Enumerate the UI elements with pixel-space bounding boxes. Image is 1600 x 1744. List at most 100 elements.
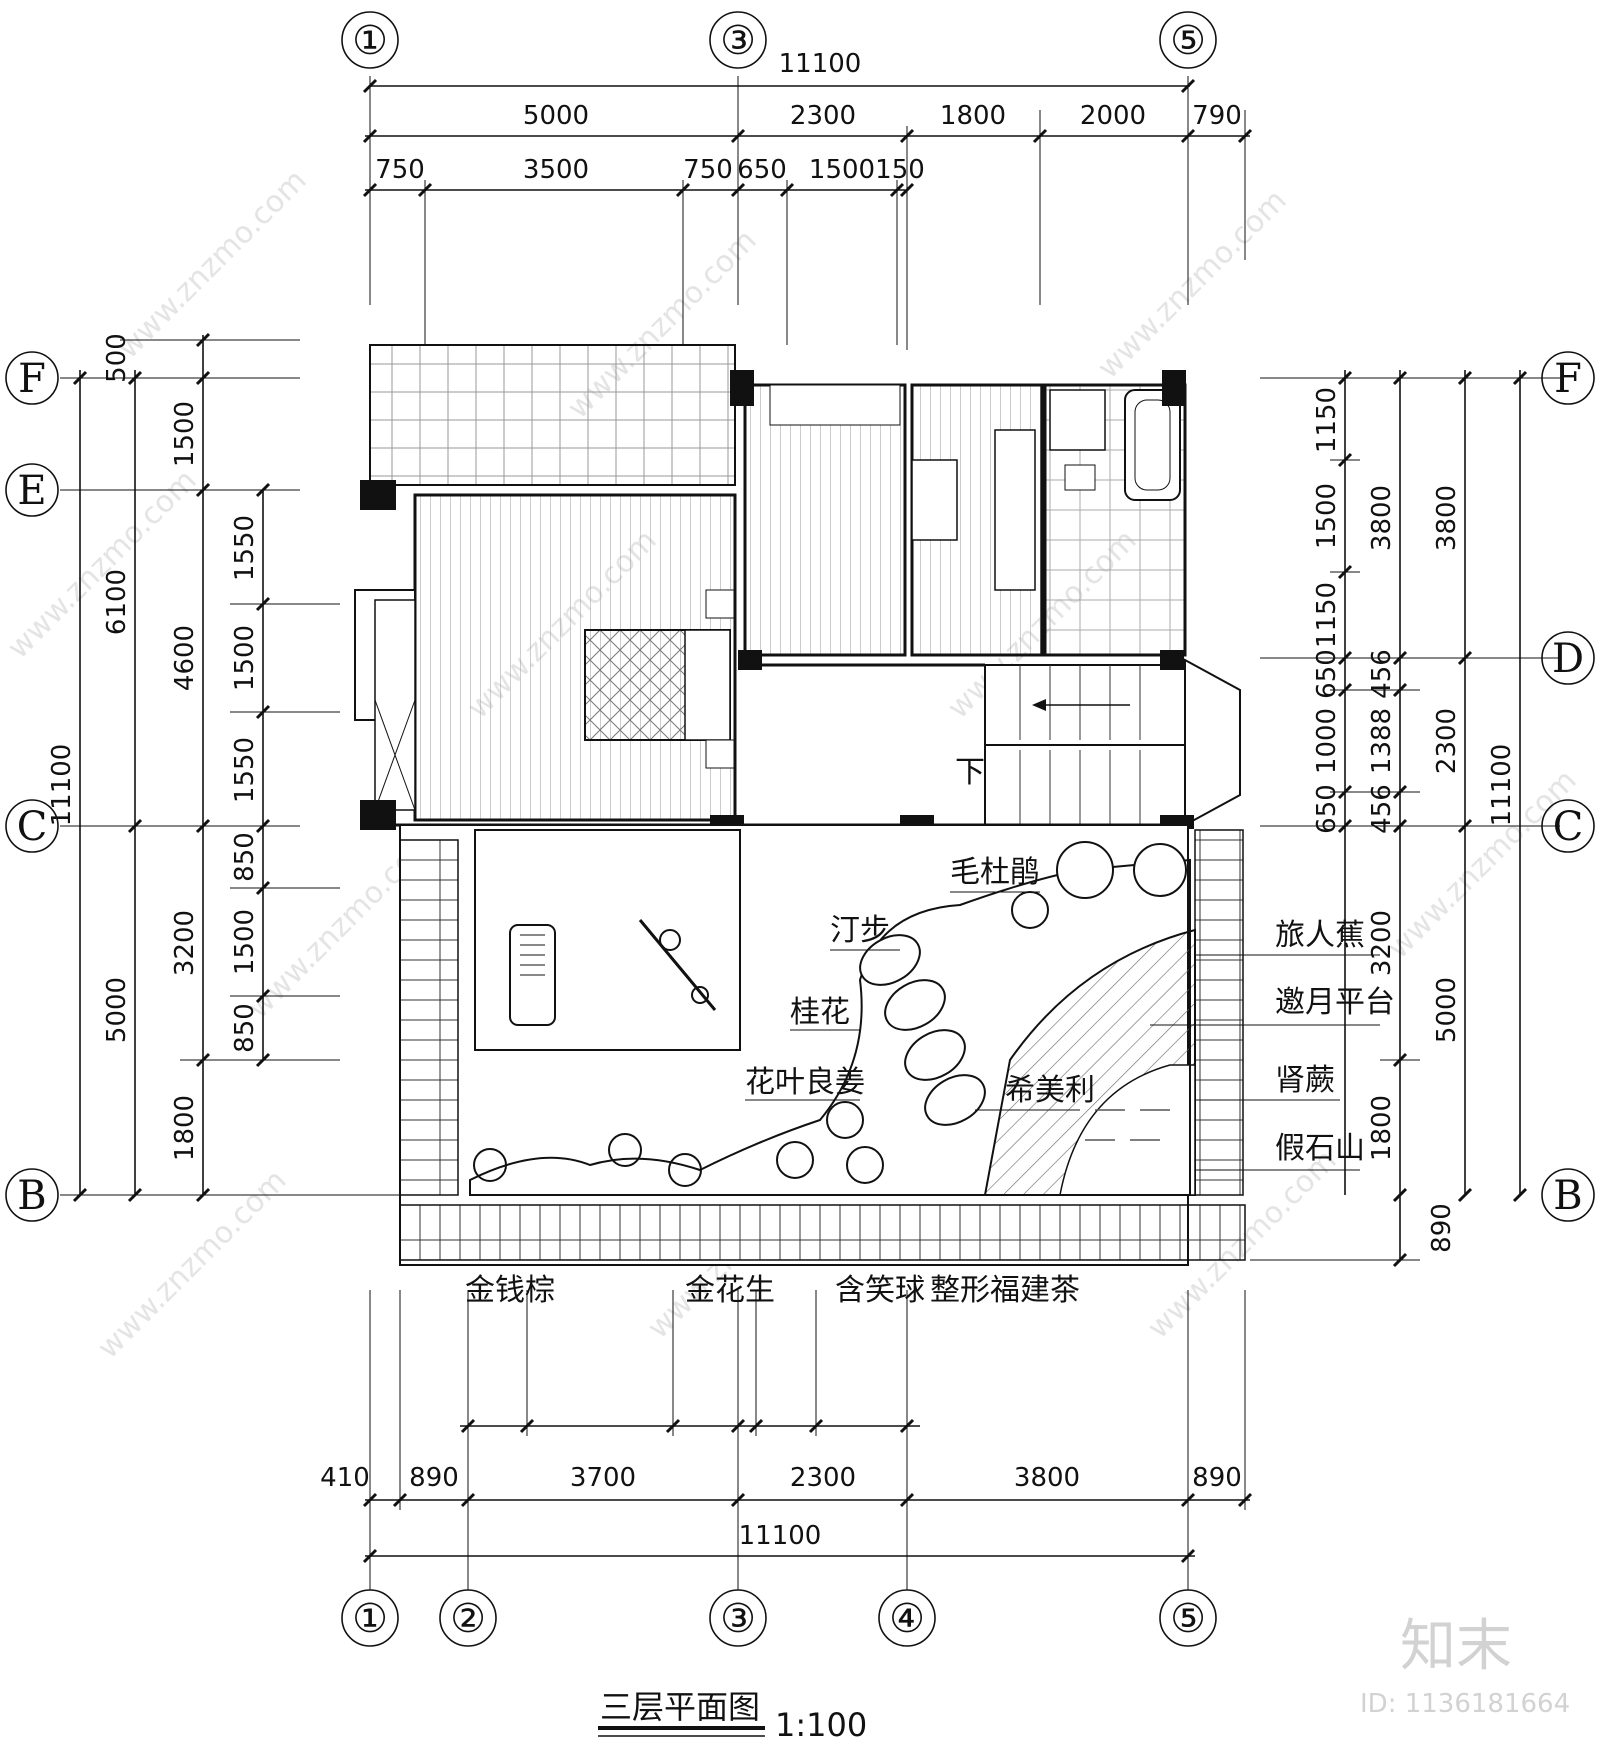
left-dimensions: 11100 6100 5000 500 4600 3200 1800 1500 … — [5, 332, 1170, 1222]
dim-bottom-row: 3800 — [1014, 1463, 1080, 1493]
bottom-dimensions: 410 890 3700 2300 3800 890 11100 ① ② ③ ④… — [320, 1290, 1253, 1647]
axis-bubble-bottom-4: ④ — [889, 1596, 925, 1642]
building-plan: 下 — [354, 344, 1246, 1266]
dim-right-row3: 3200 — [1367, 910, 1397, 976]
axis-bubble-top-3: ③ — [720, 18, 756, 64]
dim-left-row3: 3200 — [170, 910, 200, 976]
dim-right-row3: 3800 — [1367, 485, 1397, 551]
dim-left-row3: 1800 — [170, 1095, 200, 1161]
study — [743, 383, 907, 657]
axis-bubble-top-5: ⑤ — [1170, 18, 1206, 64]
dim-bottom-total: 11100 — [739, 1521, 822, 1551]
dim-top-row3: 3500 — [523, 155, 589, 185]
axis-bubble-left-f: F — [18, 356, 46, 402]
watermark-text: www.znzmo.com — [91, 1163, 294, 1366]
dim-left-row3: 4600 — [170, 625, 200, 691]
image-id-text: ID: 1136181664 — [1360, 1689, 1570, 1719]
dim-right-row2: 3800 — [1432, 485, 1462, 551]
dim-right-row4: 1000 — [1312, 708, 1342, 774]
dim-bottom-row: 2300 — [790, 1463, 856, 1493]
watermark-text: www.znzmo.com — [1381, 763, 1584, 966]
dim-right-row4: 1150 — [1312, 582, 1342, 648]
dim-left-row4: 1500 — [230, 909, 260, 975]
dim-top-row3: 150 — [875, 155, 925, 185]
dim-right-row3: 456 — [1367, 649, 1397, 699]
dim-left-outer: 11100 — [47, 744, 77, 827]
dim-top-row3: 750 — [683, 155, 733, 185]
plant-label: 假石山 — [1275, 1131, 1365, 1166]
dim-top-row3: 650 — [737, 155, 787, 185]
axis-bubble-right-d: D — [1552, 636, 1584, 682]
dim-bottom-row: 410 — [320, 1463, 370, 1493]
drawing-title-block: 三层平面图 1:100 — [598, 1688, 867, 1744]
dim-left-row4: 1550 — [230, 515, 260, 581]
axis-bubble-bottom-5: ⑤ — [1170, 1596, 1206, 1642]
axis-bubble-bottom-1: ① — [352, 1596, 388, 1642]
plant-label: 汀步 — [830, 913, 890, 948]
plant-label: 含笑球 — [835, 1273, 925, 1308]
bathroom — [1043, 383, 1187, 657]
dim-right-row3: 1388 — [1367, 708, 1397, 774]
axis-bubble-right-c: C — [1553, 804, 1584, 850]
drawing-title: 三层平面图 — [600, 1688, 760, 1726]
wardrobe — [374, 599, 416, 811]
dim-left-row2: 5000 — [102, 977, 132, 1043]
dim-left-row4: 1500 — [170, 401, 200, 467]
axis-bubble-bottom-2: ② — [450, 1596, 486, 1642]
dim-left-row4: 1500 — [230, 625, 260, 691]
dim-bottom-row: 3700 — [570, 1463, 636, 1493]
plant-label: 桂花 — [790, 995, 850, 1030]
plant-label: 旅人蕉 — [1275, 918, 1365, 953]
plant-label: 花叶良姜 — [745, 1065, 865, 1100]
dim-top-row3: 1500 — [809, 155, 875, 185]
watermark-text: www.znzmo.com — [111, 163, 314, 366]
dim-right-row2: 5000 — [1432, 977, 1462, 1043]
dim-right-outer: 11100 — [1487, 744, 1517, 827]
dim-top-total: 11100 — [779, 49, 862, 79]
dim-right-row4: 650 — [1312, 649, 1342, 699]
dim-right-row3: 1800 — [1367, 1095, 1397, 1161]
dim-top-row2: 1800 — [940, 101, 1006, 131]
plant-label: 邀月平台 — [1275, 985, 1395, 1020]
axis-bubble-right-f: F — [1554, 356, 1582, 402]
plant-label: 整形福建茶 — [930, 1273, 1080, 1308]
plant-labels: 旅人蕉 邀月平台 肾蕨 假石山 汀步 桂花 花叶良姜 毛杜鹃 希美利 金钱棕 金… — [465, 855, 1395, 1308]
dim-bottom-row: 890 — [1192, 1463, 1242, 1493]
dim-top-row2: 2300 — [790, 101, 856, 131]
dim-right-row4: 1150 — [1312, 387, 1342, 453]
plant-label: 希美利 — [1005, 1073, 1095, 1108]
brand-logo-text: 知末 — [1400, 1614, 1512, 1679]
dim-right-row2: 2300 — [1432, 708, 1462, 774]
dim-left-row4: 1550 — [230, 737, 260, 803]
axis-bubble-bottom-3: ③ — [720, 1596, 756, 1642]
plant-label: 金花生 — [685, 1273, 775, 1308]
axis-bubble-left-c: C — [17, 804, 48, 850]
plant-label: 毛杜鹃 — [950, 855, 1040, 890]
dim-top-row2: 790 — [1192, 101, 1242, 131]
watermark-text: www.znzmo.com — [1091, 183, 1294, 386]
dim-left-row4: 850 — [230, 832, 260, 882]
axis-bubble-left-b: B — [17, 1173, 46, 1219]
dim-top-row2: 5000 — [523, 101, 589, 131]
drawing-scale: 1:100 — [775, 1706, 867, 1744]
stair-down-label: 下 — [955, 755, 985, 790]
axis-bubble-top-1: ① — [352, 18, 388, 64]
dim-right-row3: 456 — [1367, 784, 1397, 834]
dim-right-row3: 890 — [1427, 1203, 1457, 1253]
axis-bubble-left-e: E — [17, 468, 46, 514]
top-dimensions: 11100 5000 2300 1800 2000 790 750 3500 7… — [341, 11, 1253, 350]
right-dimensions: 1150 1500 1150 650 1000 650 3800 456 138… — [1250, 351, 1595, 1268]
dim-bottom-row: 890 — [409, 1463, 459, 1493]
dim-left-row4: 850 — [230, 1003, 260, 1053]
balcony — [369, 344, 736, 486]
dim-left-row3: 500 — [102, 333, 132, 383]
dim-right-row4: 1500 — [1312, 483, 1342, 549]
plant-label: 肾蕨 — [1275, 1063, 1335, 1098]
dim-top-row2: 2000 — [1080, 101, 1146, 131]
plant-label: 金钱棕 — [465, 1273, 555, 1308]
axis-bubble-right-b: B — [1553, 1173, 1582, 1219]
dim-right-row4: 650 — [1312, 784, 1342, 834]
dim-left-row2: 6100 — [102, 569, 132, 635]
dim-top-row3: 750 — [375, 155, 425, 185]
